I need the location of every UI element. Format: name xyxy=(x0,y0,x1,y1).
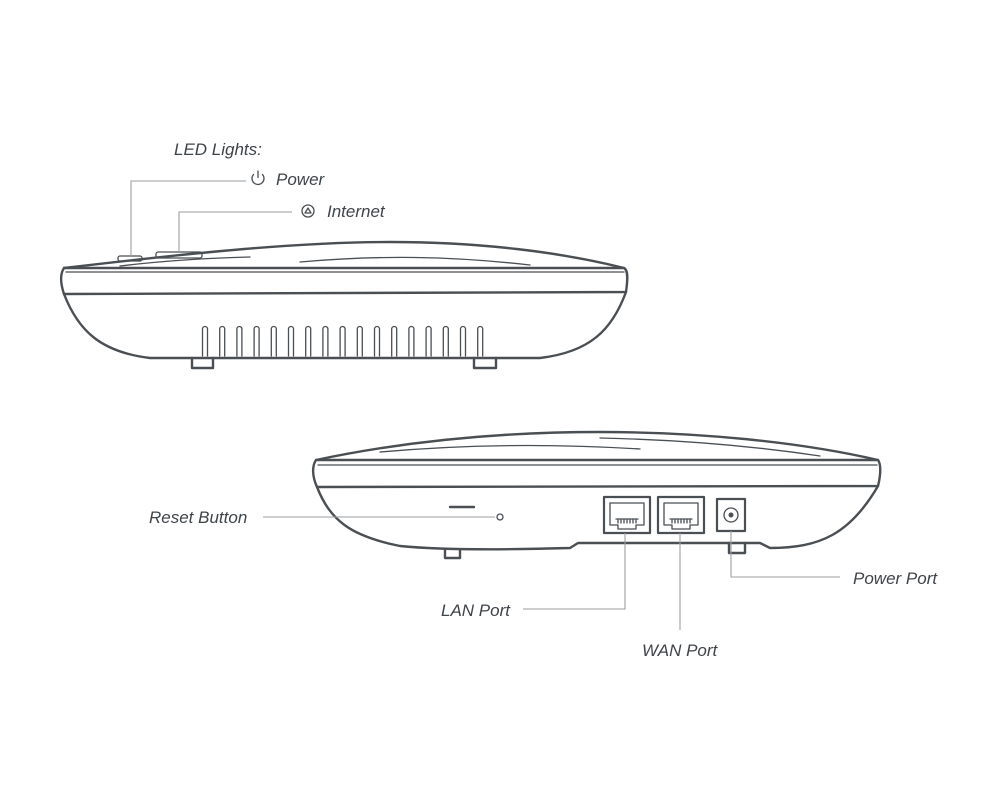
wan-port-label: WAN Port xyxy=(642,641,719,660)
lan-port xyxy=(602,495,652,535)
vent-slot xyxy=(391,325,398,357)
power-led xyxy=(117,255,143,262)
vent-slot xyxy=(425,325,432,357)
power-port-label: Power Port xyxy=(853,569,938,588)
internet-icon xyxy=(301,204,315,218)
vent-slot xyxy=(356,325,363,357)
wan-port xyxy=(656,495,706,535)
vent-slot xyxy=(408,325,415,357)
vent-slot xyxy=(287,325,295,357)
led-lights-label: LED Lights: xyxy=(174,140,262,159)
vent-slot xyxy=(442,325,449,357)
lan-port-label: LAN Port xyxy=(441,601,511,620)
router-rear-view xyxy=(311,430,882,560)
vent-slot xyxy=(339,325,346,357)
vent-slot xyxy=(322,325,329,357)
power-led-label: Power xyxy=(276,170,326,189)
vent-slot xyxy=(373,325,381,357)
vent-slot xyxy=(459,325,467,357)
vent-slot xyxy=(201,325,209,357)
router-front-view xyxy=(59,180,629,370)
power-icon xyxy=(251,170,265,186)
internet-led-label: Internet xyxy=(327,202,386,221)
power-port xyxy=(715,497,747,533)
vent-slot xyxy=(477,325,484,357)
vent-slot xyxy=(219,325,226,357)
vent-slot xyxy=(236,325,243,357)
vent-slot xyxy=(270,325,277,357)
reset-button-label: Reset Button xyxy=(149,508,247,527)
vent-slot xyxy=(305,325,312,357)
reset-button xyxy=(496,513,504,521)
vent-slot xyxy=(253,325,260,357)
vent-slots xyxy=(201,325,484,357)
